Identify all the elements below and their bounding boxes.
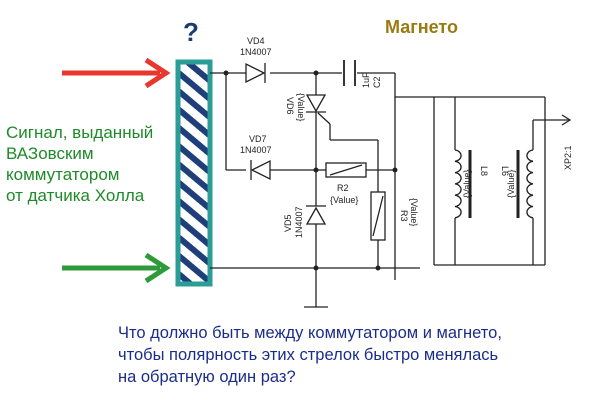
question-line: на обратную один раз?: [118, 368, 296, 386]
r3-ref: R3: [399, 210, 409, 222]
l8-value: {Value}: [462, 170, 472, 198]
thyristor-vd6: [305, 92, 327, 118]
l6-ref: L6: [500, 166, 510, 176]
resistor-r3: [370, 191, 386, 241]
r2-value: {Value}: [330, 195, 358, 205]
diode-vd7: [250, 159, 271, 181]
question-line: чтобы полярность этих стрелок быстро мен…: [118, 346, 499, 364]
vd5-part: 1N4007: [294, 206, 304, 238]
signal-label-line: коммутатором: [6, 165, 120, 184]
unknown-device-box: [175, 59, 213, 287]
vd6-value: {Value}: [296, 93, 306, 121]
green-arrow: [62, 252, 171, 284]
circuit-wires: [210, 72, 572, 308]
signal-label-line: Сигнал, выданный: [6, 123, 154, 142]
vd7-ref: VD7: [249, 134, 267, 144]
capacitor-c2: [343, 60, 356, 86]
xp2-ref: XP2:1: [563, 145, 573, 170]
r2-ref: R2: [337, 183, 349, 193]
red-arrow: [62, 57, 171, 89]
vd5-ref: VD5: [283, 214, 293, 232]
diode-vd4: [245, 62, 266, 84]
l8-ref: L8: [479, 166, 489, 176]
l6-value: {Value}: [506, 170, 516, 198]
r3-value: {Value}: [409, 198, 419, 226]
magneto-title: Магнето: [385, 17, 458, 37]
vd4-part: 1N4007: [240, 47, 272, 57]
vd7-part: 1N4007: [240, 145, 272, 155]
coil-l8: [454, 149, 472, 219]
question-text: Что должно быть между коммутатором и маг…: [118, 322, 598, 388]
signal-label: Сигнал, выданный ВАЗовским коммутатором …: [6, 122, 184, 206]
junction-dots: [223, 70, 398, 271]
signal-label-line: ВАЗовским: [6, 144, 94, 163]
vd4-ref: VD4: [247, 36, 265, 46]
resistor-r2: [325, 162, 367, 178]
c2-value: 1uF: [361, 72, 371, 88]
signal-label-line: от датчика Холла: [6, 186, 145, 205]
question-line: Что должно быть между коммутатором и маг…: [118, 324, 502, 342]
coil-l6: [516, 149, 534, 219]
question-mark: ?: [183, 17, 199, 47]
c2-ref: C2: [372, 76, 382, 88]
diode-vd5: [305, 200, 327, 226]
vd6-ref: VD6: [285, 97, 295, 115]
